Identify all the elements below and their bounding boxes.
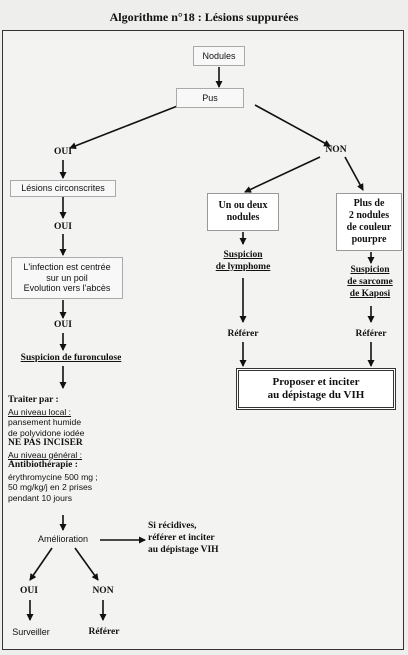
antibio-line-2: 50 mg/kg/j en 2 prises	[8, 482, 93, 493]
oui-label-3: OUI	[54, 320, 72, 330]
oui-label-2: OUI	[54, 222, 72, 232]
suspicion-furonculose: Suspicion de furonculose	[20, 353, 122, 363]
local-line-2: de polyvidone iodée	[8, 427, 85, 438]
un-ou-deux-box: Un ou deux nodules	[207, 193, 279, 231]
lesions-box: Lésions circonscrites	[10, 180, 116, 197]
arrow-pus-non	[254, 104, 331, 147]
surveiller-label: Surveiller	[12, 627, 50, 637]
un-ou-deux-text: Un ou deux nodules	[218, 200, 268, 223]
non-label-4: NON	[92, 586, 114, 596]
general-label: Au niveau général :	[8, 449, 83, 460]
referer-label-2: Référer	[355, 329, 387, 339]
pus-box: Pus	[176, 88, 244, 108]
nodules-box: Nodules	[193, 46, 245, 66]
non-label-1: NON	[325, 145, 347, 155]
treatment-block: Traiter par : Au niveau local : pansemen…	[8, 395, 158, 503]
antibiotherapie-label: Antibiothérapie :	[8, 460, 78, 471]
arrow-amelioration-oui	[29, 547, 53, 581]
proposer-text: Proposer et inciter au dépistage du VIH	[267, 375, 365, 401]
algorithm-frame	[2, 30, 404, 650]
treatment-heading: Traiter par :	[8, 395, 59, 405]
referer-label-1: Référer	[227, 329, 259, 339]
amelioration-label: Amélioration	[37, 534, 89, 544]
plus-de-2-box: Plus de 2 nodules de couleur pourpre	[336, 193, 402, 251]
suspicion-kaposi: Suspicion de sarcome de Kaposi	[347, 265, 393, 299]
arrow-pus-oui	[69, 104, 181, 150]
antibio-line-1: érythromycine 500 mg ;	[8, 471, 98, 482]
oui-label-4: OUI	[20, 586, 38, 596]
proposer-depistage-box: Proposer et inciter au dépistage du VIH	[236, 368, 396, 410]
ne-pas-inciser: NE PAS INCISER	[8, 438, 83, 449]
local-label: Au niveau local :	[8, 406, 72, 417]
infection-box: L'infection est centrée sur un poil Evol…	[11, 257, 123, 299]
page-title: Algorithme n°18 : Lésions suppurées	[109, 10, 299, 24]
local-line-1: pansement humide	[8, 417, 82, 428]
oui-label-1: OUI	[54, 147, 72, 157]
plus-de-2-text: Plus de 2 nodules de couleur pourpre	[346, 198, 392, 245]
suspicion-lymphome: Suspicion de lymphome	[215, 250, 271, 272]
antibio-line-3: pendant 10 jours	[8, 492, 73, 503]
si-recidives-note: Si récidives, référer et inciter au dépi…	[148, 521, 219, 555]
referer-label-3: Référer	[88, 627, 120, 637]
infection-text: L'infection est centrée sur un poil Evol…	[23, 261, 111, 294]
arrow-non-unoudeux	[244, 156, 321, 193]
arrow-amelioration-non	[74, 547, 99, 581]
arrow-non-plusde2	[344, 156, 364, 191]
